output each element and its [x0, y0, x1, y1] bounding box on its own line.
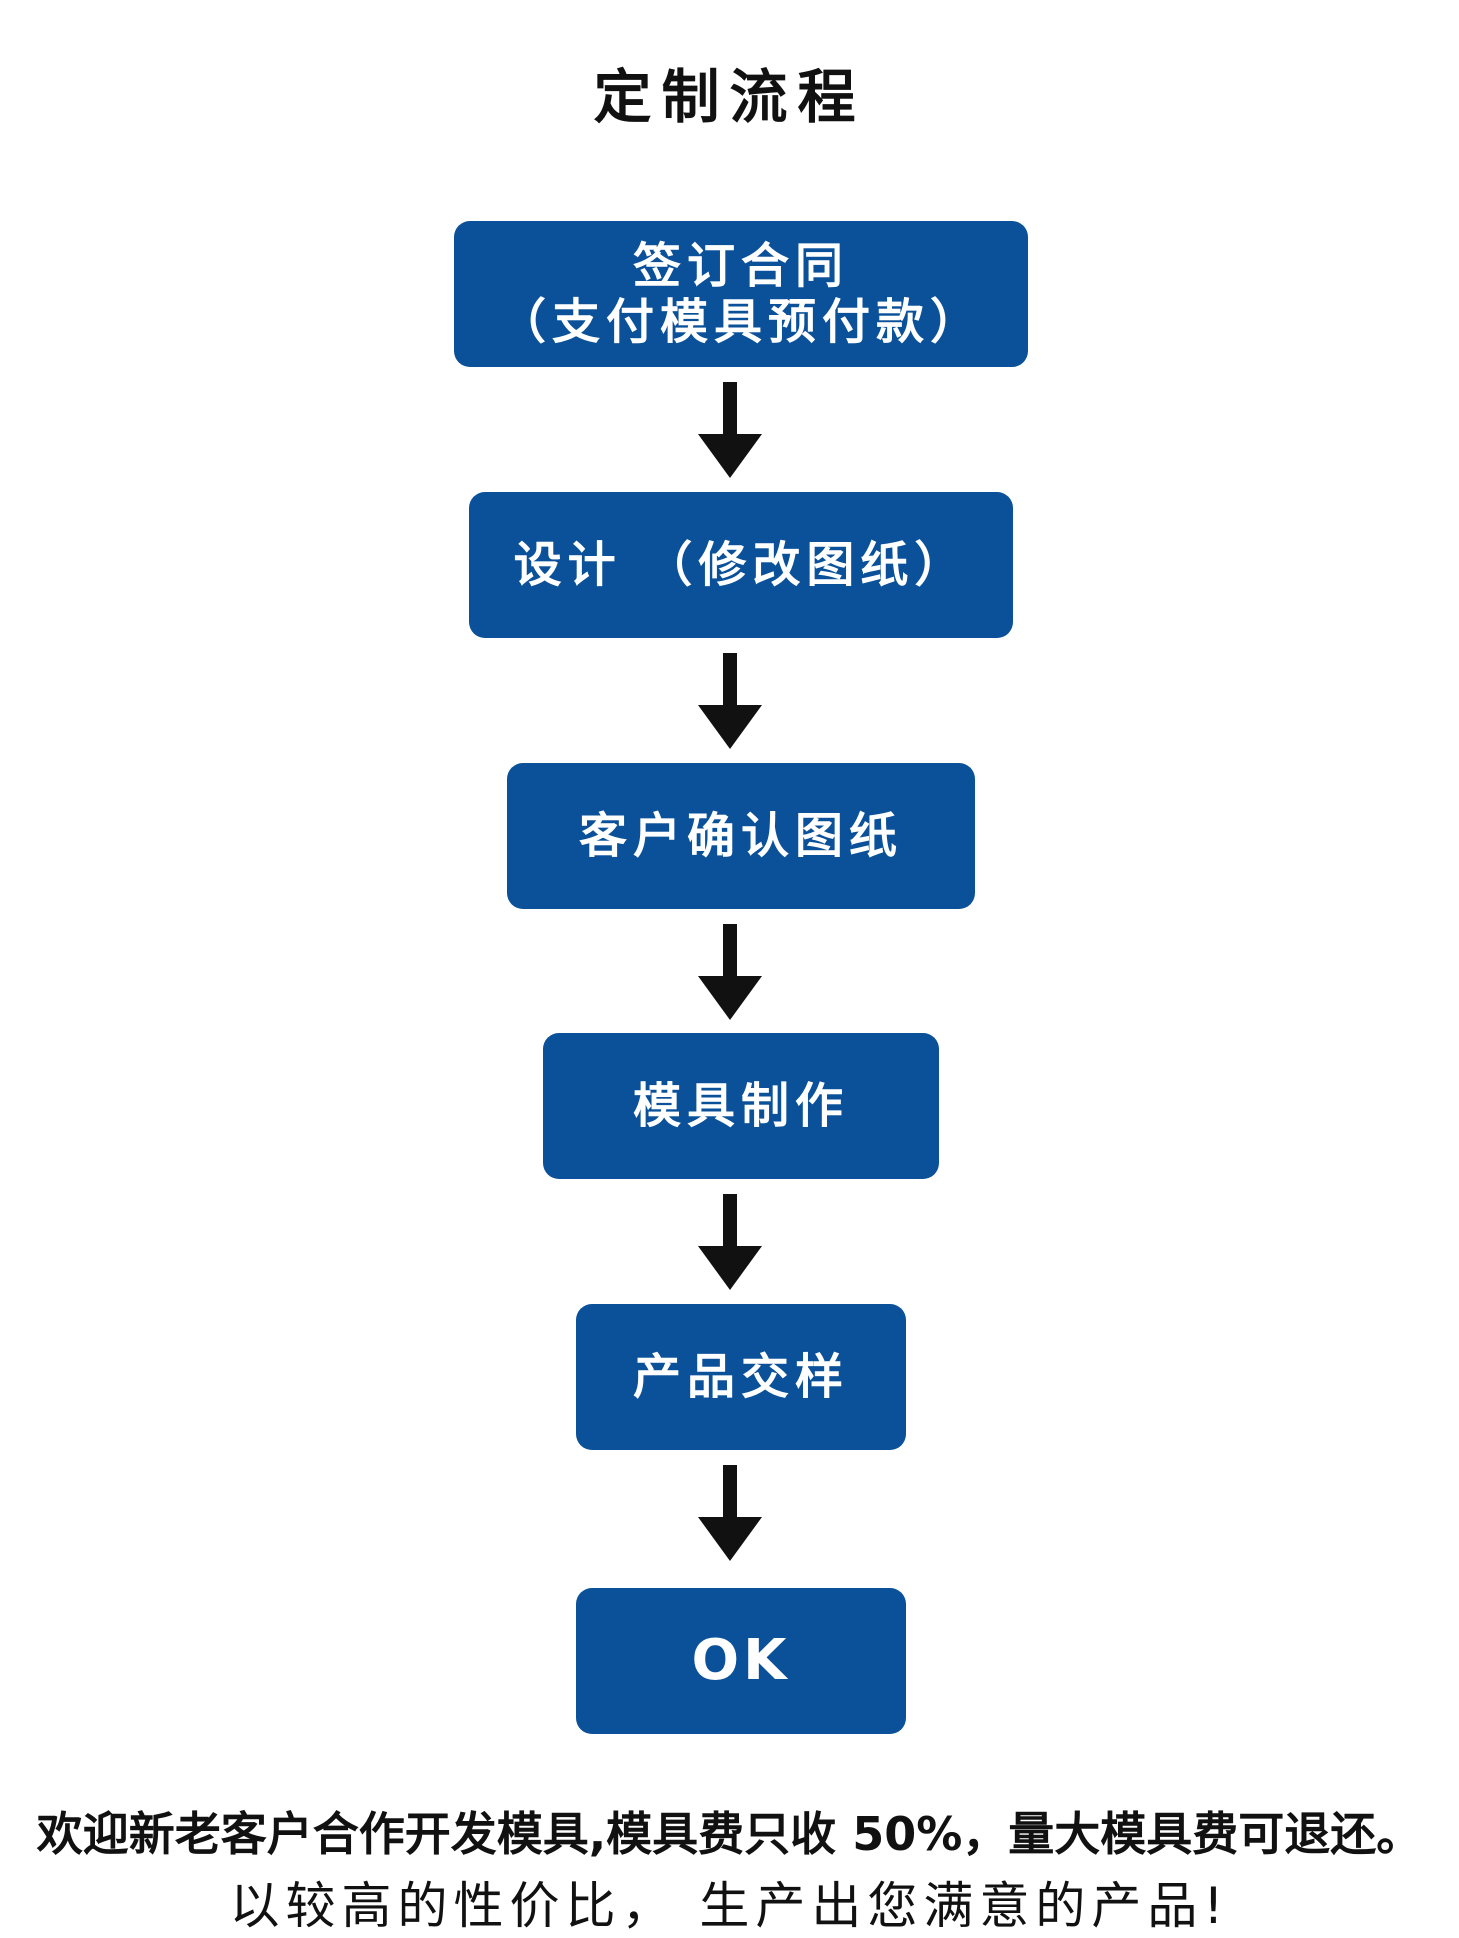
step-sign-contract-label: 签订合同	[632, 238, 849, 294]
step-sample-delivery-label: 产品交样	[632, 1349, 849, 1405]
step-customer-confirm-label: 客户确认图纸	[578, 808, 903, 864]
footer-text-line-1: 欢迎新老客户合作开发模具,模具费只收 50%，量大模具费可退还。	[36, 1807, 1423, 1861]
step-sign-contract-sublabel: （支付模具预付款）	[497, 294, 984, 350]
step-customer-confirm: 客户确认图纸	[507, 763, 975, 909]
arrow-down-icon	[698, 653, 762, 749]
arrow-down-icon	[698, 1194, 762, 1290]
arrow-down-icon	[698, 1465, 762, 1561]
arrow-down-icon	[698, 924, 762, 1020]
step-sign-contract: 签订合同 （支付模具预付款）	[454, 221, 1028, 367]
step-ok: OK	[576, 1588, 906, 1734]
step-sample-delivery: 产品交样	[576, 1304, 906, 1450]
page-title: 定制流程	[593, 63, 866, 131]
footer-text-line-2: 以较高的性价比， 生产出您满意的产品!	[229, 1877, 1230, 1935]
step-design-label: 设计 （修改图纸）	[513, 537, 969, 593]
step-ok-label: OK	[691, 1628, 791, 1693]
step-design: 设计 （修改图纸）	[469, 492, 1013, 638]
step-mold-making-label: 模具制作	[632, 1078, 849, 1134]
step-mold-making: 模具制作	[543, 1033, 939, 1179]
arrow-down-icon	[698, 382, 762, 478]
